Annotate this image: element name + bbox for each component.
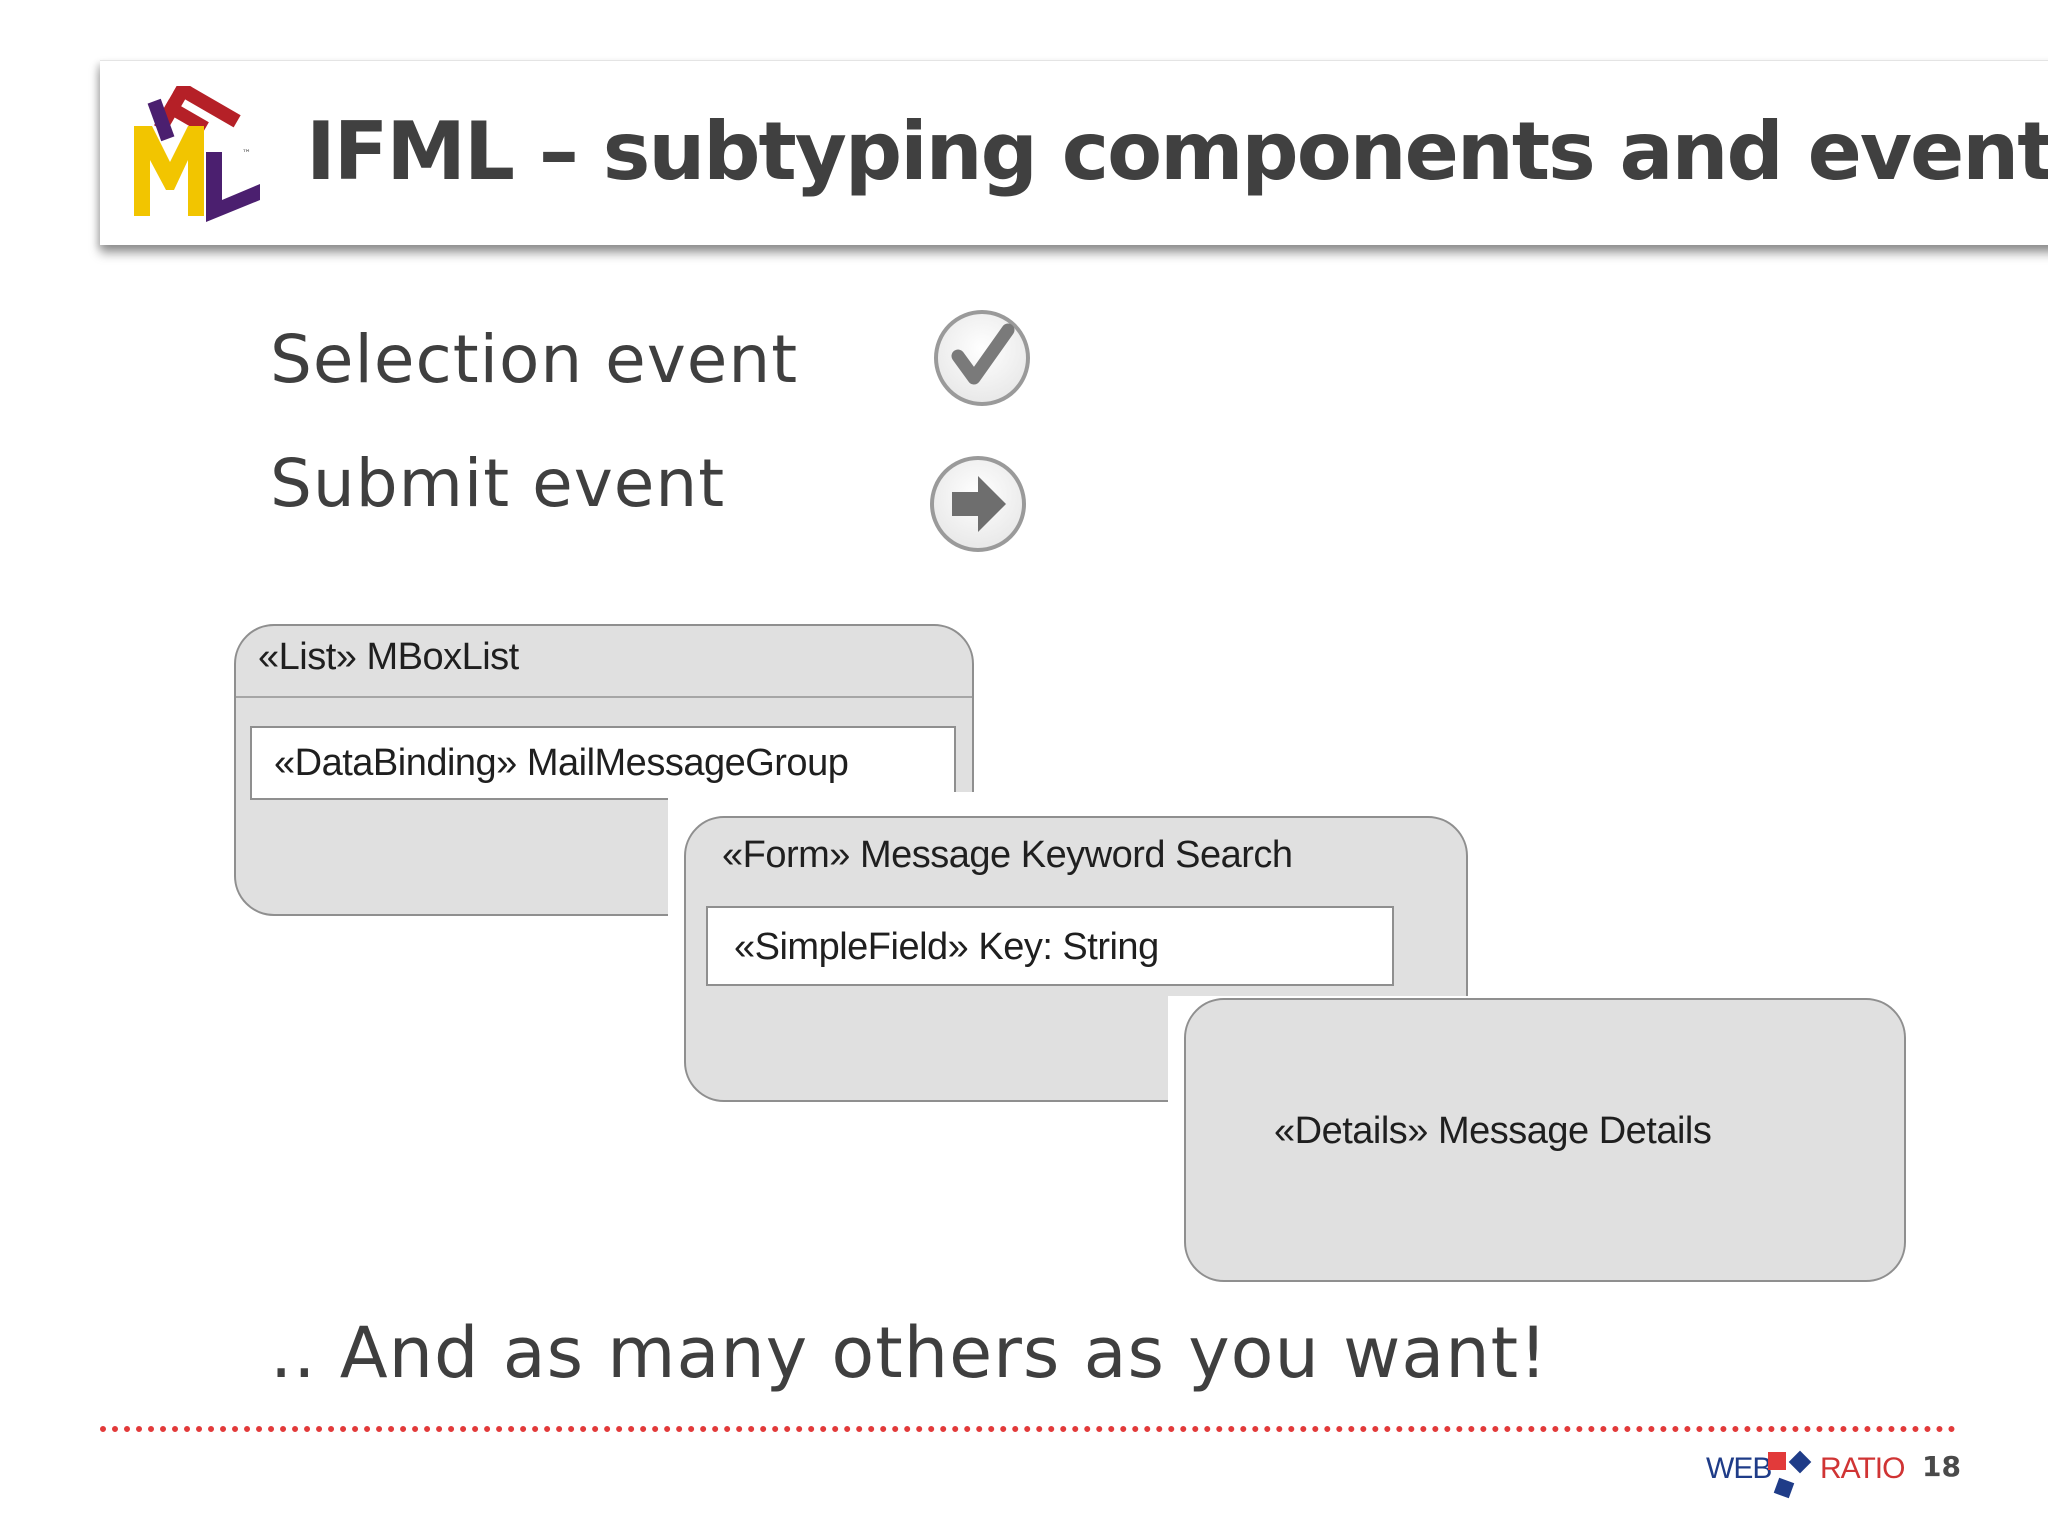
page-number: 18 bbox=[1922, 1450, 1961, 1483]
databinding-box bbox=[250, 726, 956, 800]
title-bar bbox=[100, 60, 2048, 245]
form-component-title: «Form» Message Keyword Search bbox=[722, 834, 1293, 876]
webratio-logo-icon bbox=[1768, 1450, 1812, 1499]
svg-text:™: ™ bbox=[242, 149, 251, 159]
details-component-title: «Details» Message Details bbox=[1274, 1110, 1712, 1152]
simplefield-box bbox=[706, 906, 1394, 986]
ifml-logo-icon: ™ bbox=[134, 86, 260, 222]
selection-event-label: Selection event bbox=[270, 321, 799, 398]
arrow-circle-icon bbox=[930, 456, 1026, 552]
page-title: IFML – subtyping components and events bbox=[306, 105, 2048, 198]
simplefield-label: «SimpleField» Key: String bbox=[734, 926, 1159, 968]
checkmark-circle-icon bbox=[934, 310, 1030, 406]
closing-statement: .. And as many others as you want! bbox=[270, 1312, 1549, 1394]
databinding-label: «DataBinding» MailMessageGroup bbox=[274, 742, 849, 784]
brand-ratio-text: RATIO bbox=[1820, 1452, 1905, 1485]
list-component-header bbox=[236, 626, 972, 698]
submit-event-label: Submit event bbox=[270, 445, 726, 522]
brand-web-text: WEB bbox=[1706, 1452, 1772, 1485]
details-component-box bbox=[1184, 998, 1906, 1282]
list-component-title: «List» MBoxList bbox=[258, 636, 519, 678]
footer-divider bbox=[100, 1426, 1956, 1432]
